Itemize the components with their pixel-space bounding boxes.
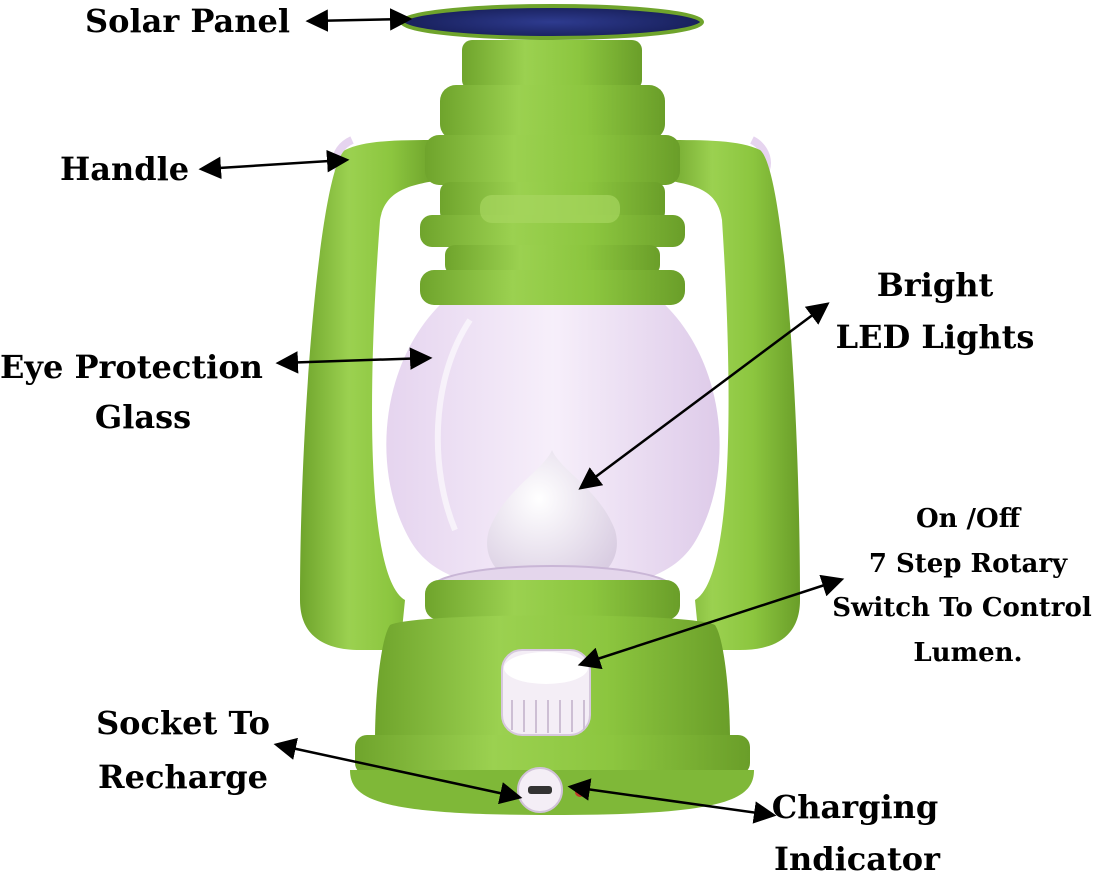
label-eye-protection-line2: Glass	[95, 398, 191, 436]
arrow-solar-panel	[305, 8, 413, 32]
label-solar-panel: Solar Panel	[85, 2, 290, 40]
arrow-charging	[567, 778, 777, 824]
solar-panel	[400, 4, 704, 40]
arrow-switch	[577, 574, 845, 670]
label-bright-led-line2: LED Lights	[836, 318, 1035, 356]
label-switch-line2: 7 Step Rotary	[869, 549, 1068, 579]
lantern	[300, 4, 800, 815]
arrow-socket	[273, 737, 523, 805]
label-charging-line2: Indicator	[774, 840, 941, 878]
callout-arrows	[198, 8, 845, 824]
arrow-eye-protection	[275, 347, 433, 374]
top-cap	[462, 40, 642, 90]
label-socket-line1: Socket To	[96, 704, 270, 742]
frame-left-arm	[300, 140, 440, 650]
arrow-led	[578, 302, 830, 490]
label-handle: Handle	[60, 150, 189, 188]
arrow-handle	[198, 149, 350, 180]
label-bright-led-line1: Bright	[877, 266, 994, 304]
label-switch-line1: On /Off	[916, 504, 1022, 534]
label-switch-line4: Lumen.	[913, 638, 1022, 668]
label-charging-line1: Charging	[772, 788, 939, 826]
label-eye-protection-line1: Eye Protection	[0, 348, 263, 386]
led-bulb	[487, 450, 617, 590]
label-switch-line3: Switch To Control	[832, 593, 1092, 623]
label-socket-line2: Recharge	[98, 758, 268, 796]
